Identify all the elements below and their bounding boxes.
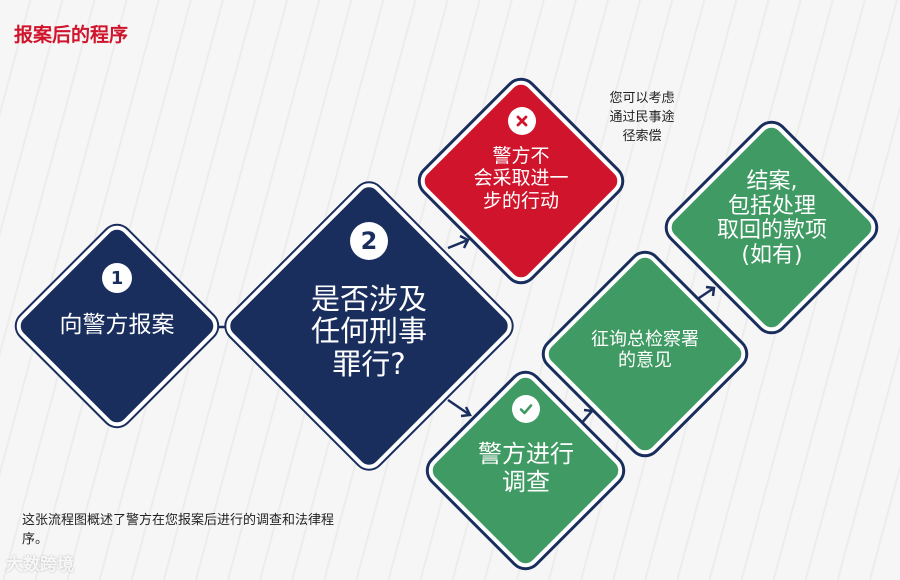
arrowhead-noaction	[459, 234, 470, 249]
step-number: 1	[110, 267, 124, 289]
watermark: 大数跨境	[6, 555, 74, 575]
step-number: 2	[360, 227, 378, 255]
outcome-investigate-badge	[512, 395, 540, 423]
connector-consult-close	[695, 286, 715, 302]
step-close-label: 结案, 包括处理 取回的款项 (如有)	[716, 169, 827, 268]
step-report-label: 向警方报案	[59, 312, 175, 338]
outcome-no-action-label: 警方不 会采取进一 步的行动	[473, 145, 569, 212]
connector-question-investigate	[447, 398, 471, 417]
close-icon	[516, 115, 528, 127]
step-consult-label: 征询总检察署 的意见	[591, 329, 699, 372]
step-number-badge: 1	[102, 263, 132, 293]
caption: 这张流程图概述了警方在您报案后进行的调查和法律程序。	[22, 513, 335, 547]
outcome-no-action-badge	[508, 107, 536, 135]
arrowhead-close	[705, 285, 716, 297]
civil-claim-note: 您可以考虑 通过民事途 径索偿	[609, 91, 675, 144]
connector-question-noaction	[447, 238, 469, 250]
page-title: 报案后的程序	[14, 24, 129, 46]
step-number-badge: 2	[350, 222, 388, 260]
step-question-label: 是否涉及 任何刑事 罪行?	[310, 282, 427, 381]
connector-investigate-consult	[579, 410, 593, 426]
check-icon	[519, 404, 533, 415]
outcome-investigate-label: 警方进行 调查	[478, 440, 574, 497]
arrowhead-investigate	[460, 406, 472, 418]
